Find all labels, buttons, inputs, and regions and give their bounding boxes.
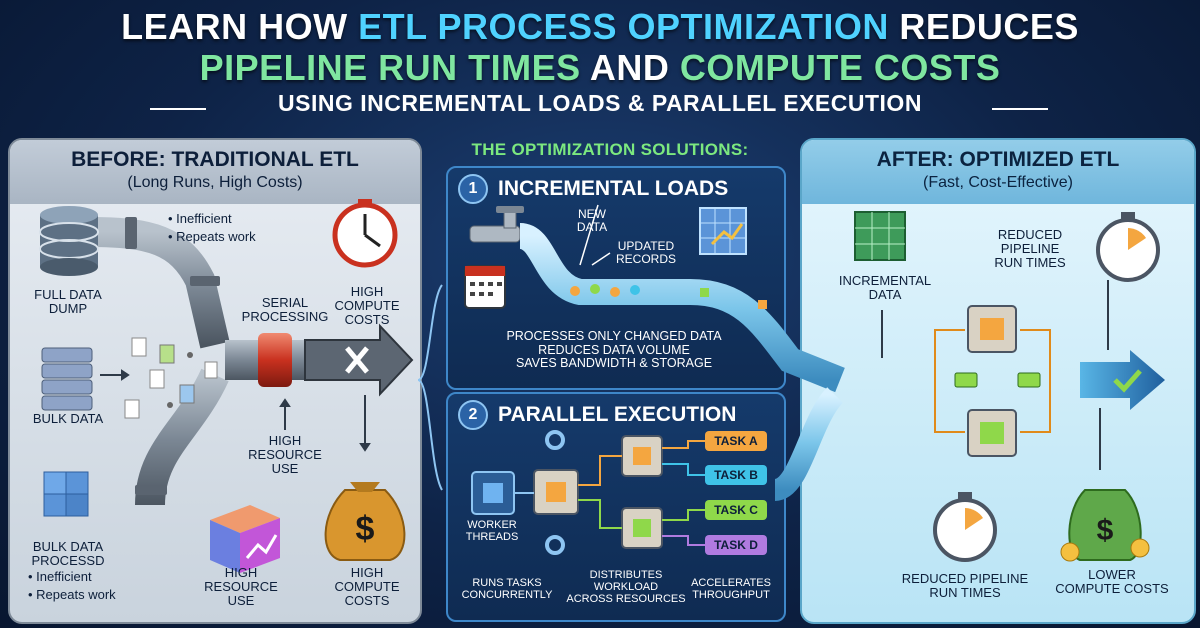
dollar-icon: $ xyxy=(356,510,375,548)
before-title: BEFORE: TRADITIONAL ETL xyxy=(71,148,359,171)
incremental-data-icon xyxy=(854,211,906,261)
after-panel-header: AFTER: OPTIMIZED ETL (Fast, Cost-Effecti… xyxy=(802,140,1194,204)
incremental-data-label: INCREMENTAL DATA xyxy=(838,273,932,303)
before-panel-header: BEFORE: TRADITIONAL ETL (Long Runs, High… xyxy=(10,140,420,204)
bullet-item: • Inefficient xyxy=(28,569,92,584)
after-cpu-icon xyxy=(967,305,1017,457)
bullet-item: • Repeats work xyxy=(168,228,256,244)
task-b-badge: TASK B xyxy=(705,465,767,485)
after-title: AFTER: OPTIMIZED ETL xyxy=(876,148,1120,171)
parallel-pipe xyxy=(772,387,844,501)
incremental-loads-title: INCREMENTAL LOADS xyxy=(498,177,729,200)
faucet-icon xyxy=(469,206,524,243)
before-bullets-bottom: • Inefficient • Repeats work xyxy=(28,568,116,603)
clock-icon xyxy=(332,199,398,268)
accelerates-throughput-label: ACCELERATES THROUGHPUT xyxy=(691,577,771,601)
after-money-bag-icon xyxy=(1060,489,1150,562)
subtitle-rule-right xyxy=(992,108,1048,110)
description-line: SAVES BANDWIDTH & STORAGE xyxy=(515,356,713,370)
before-arrows xyxy=(100,369,371,452)
high-resource-use-label: HIGH RESOURCE USE xyxy=(248,433,322,477)
before-bullets-top: • Inefficient • Repeats work xyxy=(168,210,256,245)
new-data-pointer xyxy=(579,204,599,266)
scattered-documents-icon xyxy=(124,337,218,419)
headline-text: LEARN HOW xyxy=(121,6,359,47)
full-data-dump-label: FULL DATA DUMP xyxy=(34,287,102,317)
after-arrow xyxy=(1080,350,1165,410)
step-number: 1 xyxy=(458,174,488,204)
reduced-run-times-bottom-label: REDUCED PIPELINE RUN TIMES xyxy=(901,571,1029,601)
headline-text: REDUCES xyxy=(888,6,1079,47)
description-line: PROCESSES ONLY CHANGED DATA xyxy=(506,329,722,343)
high-compute-costs-label: HIGH COMPUTE COSTS xyxy=(334,284,400,328)
calendar-icon xyxy=(464,265,506,309)
parallel-execution-title: PARALLEL EXECUTION xyxy=(498,403,737,426)
headline-text: AND xyxy=(580,47,680,88)
checkmark-icon xyxy=(1113,369,1142,393)
headline-line-1: LEARN HOW ETL PROCESS OPTIMIZATION REDUC… xyxy=(0,6,1200,47)
resource-cube-icon xyxy=(210,505,280,573)
before-pipes xyxy=(89,217,414,506)
worker-threads-label: WORKER THREADS xyxy=(465,519,519,543)
stopwatch-icon xyxy=(933,212,1160,562)
page-header: LEARN HOW ETL PROCESS OPTIMIZATION REDUC… xyxy=(0,6,1200,117)
bulk-processed-label: BULK DATA PROCESSD xyxy=(31,539,105,569)
subtitle-rule-left xyxy=(150,108,206,110)
lower-compute-costs-label: LOWER COMPUTE COSTS xyxy=(1055,567,1169,597)
bullet-item: • Inefficient xyxy=(168,211,232,226)
before-subtitle: (Long Runs, High Costs) xyxy=(127,174,303,191)
bulk-cube-icon xyxy=(43,471,89,517)
headline-line-2: PIPELINE RUN TIMES AND COMPUTE COSTS xyxy=(0,47,1200,88)
high-compute-costs-bottom-label: HIGH COMPUTE COSTS xyxy=(334,565,400,609)
money-bag-icon xyxy=(324,482,406,561)
headline-highlight: ETL PROCESS OPTIMIZATION xyxy=(358,6,889,47)
parallel-execution-heading: 2 PARALLEL EXECUTION xyxy=(458,400,736,430)
solutions-title: THE OPTIMIZATION SOLUTIONS: xyxy=(471,140,749,159)
bulk-data-icon xyxy=(41,347,93,411)
description-line: REDUCES DATA VOLUME xyxy=(538,342,690,357)
cpu-chip-icon xyxy=(533,435,663,549)
serial-processing-label: SERIAL PROCESSING xyxy=(241,295,329,325)
task-connectors xyxy=(514,440,705,546)
distributes-workload-label: DISTRIBUTES WORKLOAD ACROSS RESOURCES xyxy=(566,569,686,605)
updated-pointer xyxy=(591,252,611,266)
step-number: 2 xyxy=(458,400,488,430)
incremental-description: PROCESSES ONLY CHANGED DATA REDUCES DATA… xyxy=(458,329,770,371)
after-branches xyxy=(934,329,1051,433)
after-packets xyxy=(954,372,1041,388)
gear-icon xyxy=(545,430,565,555)
data-cube-icon xyxy=(699,207,747,255)
bullet-item: • Repeats work xyxy=(28,586,116,602)
bulk-data-label: BULK DATA xyxy=(32,411,104,426)
updated-records-label: UPDATED RECORDS xyxy=(615,239,676,266)
task-c-badge: TASK C xyxy=(705,500,767,520)
after-subtitle: (Fast, Cost-Effective) xyxy=(923,174,1073,191)
runs-concurrently-label: RUNS TASKS CONCURRENTLY xyxy=(461,577,553,601)
new-data-label: NEW DATA xyxy=(576,207,608,234)
subtitle-text: USING INCREMENTAL LOADS & PARALLEL EXECU… xyxy=(278,90,922,116)
high-resource-use-bottom-label: HIGH RESOURCE USE xyxy=(204,565,278,609)
after-arrows xyxy=(881,280,1109,470)
incremental-loads-heading: 1 INCREMENTAL LOADS xyxy=(458,174,728,204)
connector-to-incremental xyxy=(417,284,443,381)
headline-subtitle: USING INCREMENTAL LOADS & PARALLEL EXECU… xyxy=(0,90,1200,117)
incremental-pipe xyxy=(517,223,845,393)
database-icon xyxy=(39,206,99,276)
x-mark-icon xyxy=(345,346,369,374)
worker-threads-icon xyxy=(471,471,515,515)
reduced-run-times-label: REDUCED PIPELINE RUN TIMES xyxy=(994,227,1066,271)
bottleneck-valve xyxy=(258,333,292,387)
task-d-badge: TASK D xyxy=(705,535,767,555)
task-a-badge: TASK A xyxy=(705,431,767,451)
after-dollar-icon: $ xyxy=(1097,514,1114,547)
headline-highlight: COMPUTE COSTS xyxy=(679,47,1001,88)
data-packets xyxy=(570,284,767,309)
connector-to-parallel xyxy=(417,379,443,491)
headline-highlight: PIPELINE RUN TIMES xyxy=(199,47,581,88)
